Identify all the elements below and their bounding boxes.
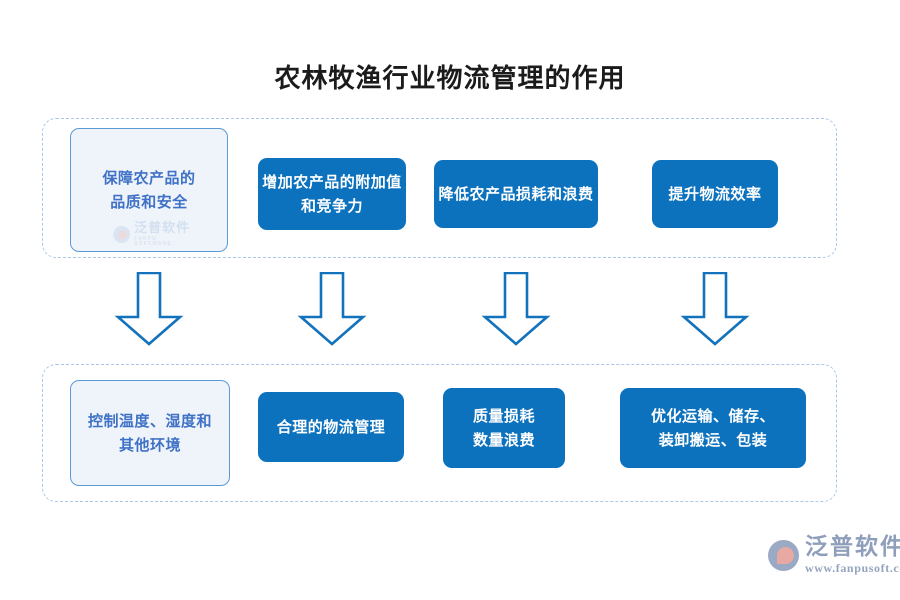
fanpu-logo-icon [113, 226, 131, 243]
brand-name: 泛普软件 [805, 534, 900, 560]
arrow-down-icon [114, 272, 184, 346]
node-line: 装卸搬运、包装 [658, 431, 768, 449]
node-line: 降低农产品损耗和浪费 [438, 184, 594, 203]
fanpu-logo-icon [768, 539, 799, 571]
node-quality-loss-quantity-waste[interactable]: 质量损耗 数量浪费 [443, 388, 565, 468]
node-line: 优化运输、储存、 [650, 406, 775, 425]
row2-group-container [42, 364, 837, 502]
brand-logo-text: 泛普软件 www.fanpusoft.com [805, 534, 900, 575]
node-line: 合理的物流管理 [276, 417, 386, 436]
node-line: 提升物流效率 [668, 184, 762, 203]
watermark-cn: 泛普软件 [134, 221, 191, 236]
arrow-down-icon [680, 272, 750, 346]
fanpu-watermark: 泛普软件 FANPU SOFTWARE [113, 222, 191, 247]
node-reasonable-logistics-management[interactable]: 合理的物流管理 [258, 392, 404, 462]
node-improve-logistics-efficiency[interactable]: 提升物流效率 [652, 160, 778, 228]
node-line: 品质和安全 [110, 193, 188, 211]
node-line: 保障农产品的 [102, 168, 196, 187]
node-line: 质量损耗 [472, 406, 535, 425]
node-reduce-loss-waste[interactable]: 降低农产品损耗和浪费 [434, 160, 598, 228]
watermark-en: FANPU SOFTWARE [134, 236, 173, 247]
brand-logo: 泛普软件 www.fanpusoft.com [768, 536, 900, 574]
node-optimize-transport-storage[interactable]: 优化运输、储存、 装卸搬运、包装 [620, 388, 806, 468]
node-line: 数量浪费 [472, 431, 535, 449]
node-line: 其他环境 [118, 436, 181, 454]
node-guarantee-quality-safety[interactable]: 保障农产品的 品质和安全 泛普软件 FANPU SOFTWARE [70, 128, 228, 252]
arrow-down-icon [481, 272, 551, 346]
row1-group-container [42, 118, 837, 258]
node-line: 增加农产品的附加值 [262, 172, 402, 191]
arrow-down-icon [297, 272, 367, 346]
node-line: 和竞争力 [300, 197, 363, 215]
fanpu-watermark-text: 泛普软件 FANPU SOFTWARE [134, 222, 191, 247]
node-line: 控制温度、湿度和 [87, 411, 212, 430]
page-title: 农林牧渔行业物流管理的作用 [274, 64, 626, 94]
node-control-temperature-humidity[interactable]: 控制温度、湿度和 其他环境 [70, 380, 230, 486]
brand-url: www.fanpusoft.com [805, 561, 900, 575]
node-increase-added-value[interactable]: 增加农产品的附加值 和竞争力 [258, 158, 406, 230]
